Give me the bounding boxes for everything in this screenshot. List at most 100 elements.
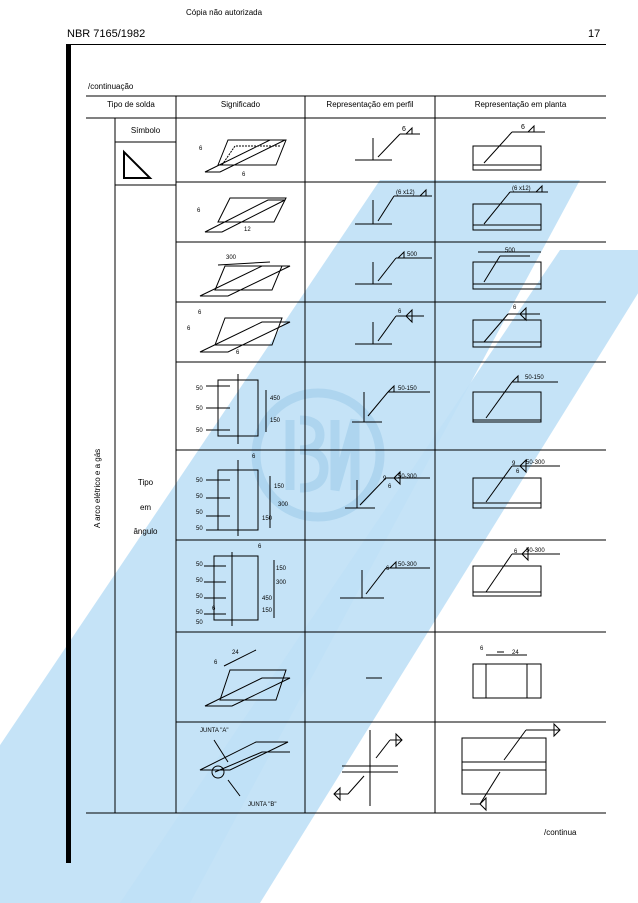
row9-perfil-drawing bbox=[333, 730, 403, 806]
row3-significado-drawing bbox=[199, 261, 291, 297]
row3-perfil-label: 500 bbox=[407, 252, 418, 258]
doc-code: NBR 7165/1982 bbox=[67, 28, 146, 40]
row7-significado-drawing bbox=[204, 552, 275, 626]
row5-sig-2: 50 bbox=[196, 406, 203, 412]
row8-planta-drawing bbox=[472, 651, 542, 699]
row3-planta-drawing bbox=[472, 251, 542, 290]
continuation-bottom: /continua bbox=[544, 828, 577, 837]
row1-planta-label: 6 bbox=[521, 124, 525, 131]
row4-sig-1: 6 bbox=[198, 310, 202, 316]
row5-significado-drawing bbox=[206, 374, 267, 444]
header-perfil: Representação em perfil bbox=[326, 100, 414, 109]
type-word-1: Tipo bbox=[137, 478, 154, 487]
row5-perfil-label: 50-150 bbox=[398, 386, 417, 392]
type-word-2: em bbox=[139, 503, 152, 512]
row9-junta-b: JUNTA "B" bbox=[248, 802, 277, 808]
row2-planta-drawing bbox=[472, 184, 548, 231]
row4-significado-drawing bbox=[199, 317, 291, 353]
row7-perfil-drawing bbox=[340, 560, 430, 599]
row7-sig-8: 150 bbox=[276, 566, 287, 572]
row8-sig-2: 24 bbox=[232, 650, 239, 656]
row6-planta-b: 6 bbox=[516, 469, 520, 475]
row5-planta-drawing bbox=[472, 374, 558, 423]
row6-perfil-b: 6 bbox=[388, 484, 392, 490]
row5-sig-5: 150 bbox=[270, 418, 281, 424]
row7-sig-9: 300 bbox=[276, 580, 287, 586]
row1-perfil-label: 6 bbox=[402, 126, 406, 133]
page-number: 17 bbox=[588, 28, 601, 40]
header-planta: Representação em planta bbox=[474, 100, 567, 109]
row8-planta-b: 24 bbox=[512, 650, 519, 656]
row6-sig-8: 150 bbox=[262, 516, 273, 522]
row4-planta-label: 6 bbox=[513, 305, 517, 311]
row2-significado-drawing bbox=[204, 197, 287, 233]
row6-sig-6: 150 bbox=[274, 484, 285, 490]
row7-sig-7: 6 bbox=[212, 606, 216, 612]
row7-sig-10: 450 bbox=[262, 596, 273, 602]
row8-planta-a: 6 bbox=[480, 646, 484, 652]
type-word-3: ângulo bbox=[133, 527, 158, 536]
header-significado: Significado bbox=[220, 100, 261, 109]
row2-perfil-drawing bbox=[355, 188, 432, 225]
row6-sig-4: 50 bbox=[196, 510, 203, 516]
row7-planta-c: 50-300 bbox=[526, 548, 545, 554]
row7-sig-1: 6 bbox=[258, 544, 262, 550]
row6-sig-7: 300 bbox=[278, 502, 289, 508]
row6-planta-a: 9 bbox=[512, 461, 516, 467]
row1-significado-drawing bbox=[204, 139, 287, 173]
row1-perfil-drawing bbox=[355, 126, 420, 161]
row9-planta-drawing bbox=[461, 722, 561, 812]
row5-sig-3: 50 bbox=[196, 428, 203, 434]
row6-planta-c: 50-300 bbox=[526, 460, 545, 466]
header-tipo: Tipo de solda bbox=[107, 100, 155, 109]
left-margin-bar bbox=[66, 45, 71, 863]
row2-sig-1: 6 bbox=[197, 208, 201, 214]
fillet-symbol-icon bbox=[123, 149, 153, 179]
row6-perfil-c: 50-300 bbox=[398, 474, 417, 480]
row7-planta-drawing bbox=[472, 546, 560, 597]
row6-sig-3: 50 bbox=[196, 494, 203, 500]
row2-sig-2: 12 bbox=[244, 227, 251, 233]
row5-sig-4: 450 bbox=[270, 396, 281, 402]
row2-perfil-label: (6 x12) bbox=[396, 190, 415, 196]
row5-perfil-drawing bbox=[352, 384, 430, 423]
row8-sig-1: 6 bbox=[214, 660, 218, 666]
row9-junta-a: JUNTA "A" bbox=[200, 728, 229, 734]
row7-sig-6: 50 bbox=[196, 620, 203, 626]
row6-sig-5: 50 bbox=[196, 526, 203, 532]
row4-perfil-label: 6 bbox=[398, 309, 402, 315]
row9-significado-drawing bbox=[199, 739, 290, 797]
row1-sig-2: 6 bbox=[242, 172, 246, 178]
row6-significado-drawing bbox=[206, 460, 271, 536]
row4-sig-3: 6 bbox=[236, 350, 240, 356]
row7-planta-a: 6 bbox=[514, 549, 518, 555]
row6-planta-drawing bbox=[472, 458, 560, 509]
row7-perfil-c: 50-300 bbox=[398, 562, 417, 568]
row7-sig-2: 50 bbox=[196, 562, 203, 568]
row2-planta-label: (6 x12) bbox=[512, 186, 531, 192]
header-rule bbox=[66, 44, 606, 45]
row7-sig-3: 50 bbox=[196, 578, 203, 584]
row7-sig-11: 150 bbox=[262, 608, 273, 614]
row8-significado-drawing bbox=[204, 649, 291, 707]
row6-sig-1: 6 bbox=[252, 454, 256, 460]
continuation-top: /continuação bbox=[88, 82, 134, 91]
row8-perfil-dash-label: — bbox=[368, 672, 375, 679]
row7-sig-5: 50 bbox=[196, 610, 203, 616]
row4-perfil-drawing bbox=[355, 308, 424, 345]
row5-sig-1: 50 bbox=[196, 386, 203, 392]
row7-perfil-a: 6 bbox=[386, 566, 390, 572]
watermark-text: Cópia não autorizada bbox=[186, 8, 263, 17]
row4-planta-drawing bbox=[472, 306, 542, 348]
symbol-label: Símbolo bbox=[130, 126, 161, 135]
row6-perfil-a: 9 bbox=[383, 476, 387, 482]
row5-planta-label: 50-150 bbox=[525, 375, 544, 381]
row6-perfil-drawing bbox=[345, 470, 430, 509]
row1-planta-drawing bbox=[472, 124, 545, 171]
row3-planta-label: 500 bbox=[505, 248, 516, 254]
row3-sig-1: 300 bbox=[226, 255, 237, 261]
row3-perfil-drawing bbox=[355, 250, 432, 285]
row4-sig-2: 6 bbox=[187, 326, 191, 332]
